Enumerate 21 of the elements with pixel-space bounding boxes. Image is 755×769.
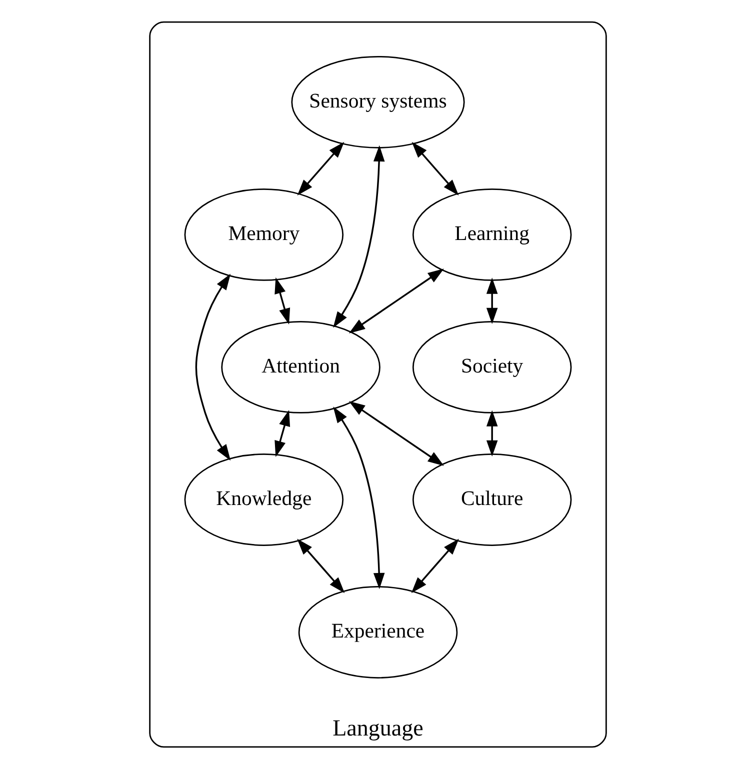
arrow (332, 406, 384, 590)
node-ellipse: Experience (298, 586, 458, 678)
arrow (274, 277, 290, 325)
arrow (348, 268, 444, 334)
arrow (296, 538, 344, 594)
node-ellipse: Sensory systems (290, 56, 464, 148)
arrow (348, 401, 444, 466)
node-ellipse: Knowledge (184, 454, 344, 546)
node-ellipse: Society (412, 321, 572, 414)
node-ellipse: Learning (412, 188, 572, 281)
arrow (410, 538, 458, 594)
node-ellipse: Culture (412, 454, 572, 546)
arrow (486, 410, 498, 457)
node-ellipse: Memory (184, 188, 344, 281)
arrow (486, 278, 498, 324)
arrow (274, 410, 290, 458)
arrow (332, 145, 384, 328)
node-ellipse: Attention (220, 321, 380, 414)
arrow (411, 142, 458, 196)
arrow (194, 274, 230, 461)
arrow (296, 142, 344, 196)
